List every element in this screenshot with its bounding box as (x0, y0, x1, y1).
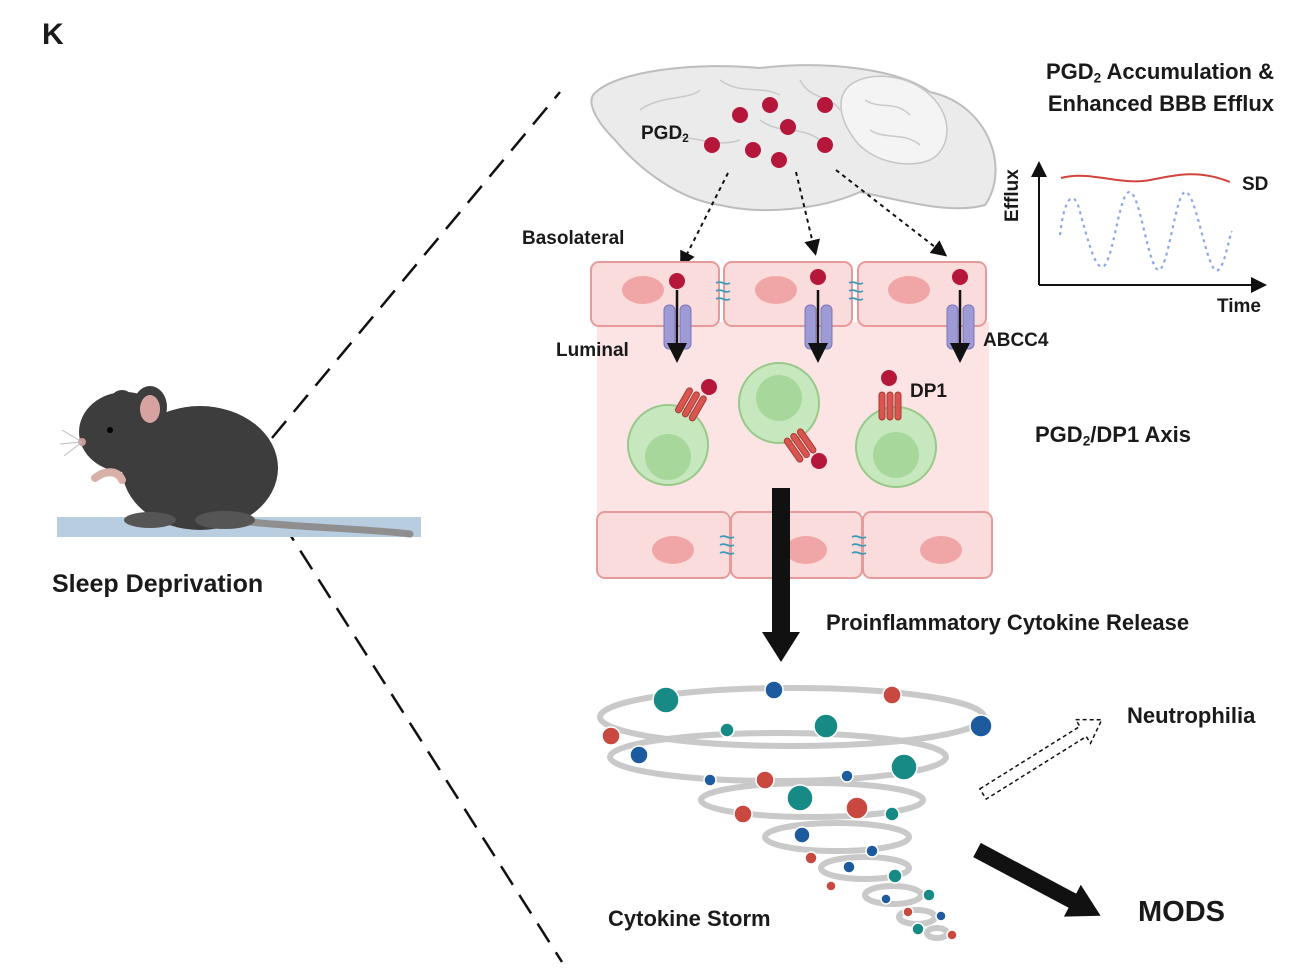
luminal-label: Luminal (556, 340, 629, 361)
efflux-inset-plot (1031, 161, 1267, 293)
basolateral-label: Basolateral (522, 228, 625, 249)
abcc4-transporters (663, 269, 975, 363)
sleep-deprivation-caption: Sleep Deprivation (52, 570, 264, 598)
baseline-series-line (1058, 190, 1234, 272)
mods-arrow (973, 842, 1101, 917)
dp1-label: DP1 (910, 381, 947, 402)
endothelial-layer-top (590, 261, 987, 327)
mods-label: MODS (1138, 896, 1225, 928)
zoom-line-bottom (280, 521, 564, 963)
release-arrow (762, 488, 800, 662)
neutrophilia-label: Neutrophilia (1127, 703, 1256, 728)
pgd2-dp1-axis-label: PGD2/DP1 Axis (1035, 422, 1191, 449)
accumulation-title: PGD2 Accumulation & Enhanced BBB Efflux (1045, 59, 1274, 116)
inset-series-label: SD (1242, 174, 1269, 195)
panel-letter: K (42, 18, 64, 51)
mouse-illustration (57, 386, 421, 538)
neutrophilia-arrow (978, 718, 1103, 801)
sd-series-line (1060, 173, 1231, 183)
immune-cells (627, 362, 937, 488)
brain-illustration (590, 64, 997, 212)
inset-y-label: Efflux (1002, 169, 1023, 222)
cytokine-release-label: Proinflammatory Cytokine Release (826, 610, 1190, 635)
cytokine-particles (601, 680, 993, 941)
cytokine-storm-caption: Cytokine Storm (608, 906, 771, 931)
brain-pgd2-label: PGD2 (641, 123, 689, 145)
endothelial-layer-bottom (596, 511, 993, 579)
zoom-line-top (271, 91, 561, 439)
abcc4-label: ABCC4 (983, 330, 1049, 351)
inset-x-label: Time (1217, 296, 1262, 317)
